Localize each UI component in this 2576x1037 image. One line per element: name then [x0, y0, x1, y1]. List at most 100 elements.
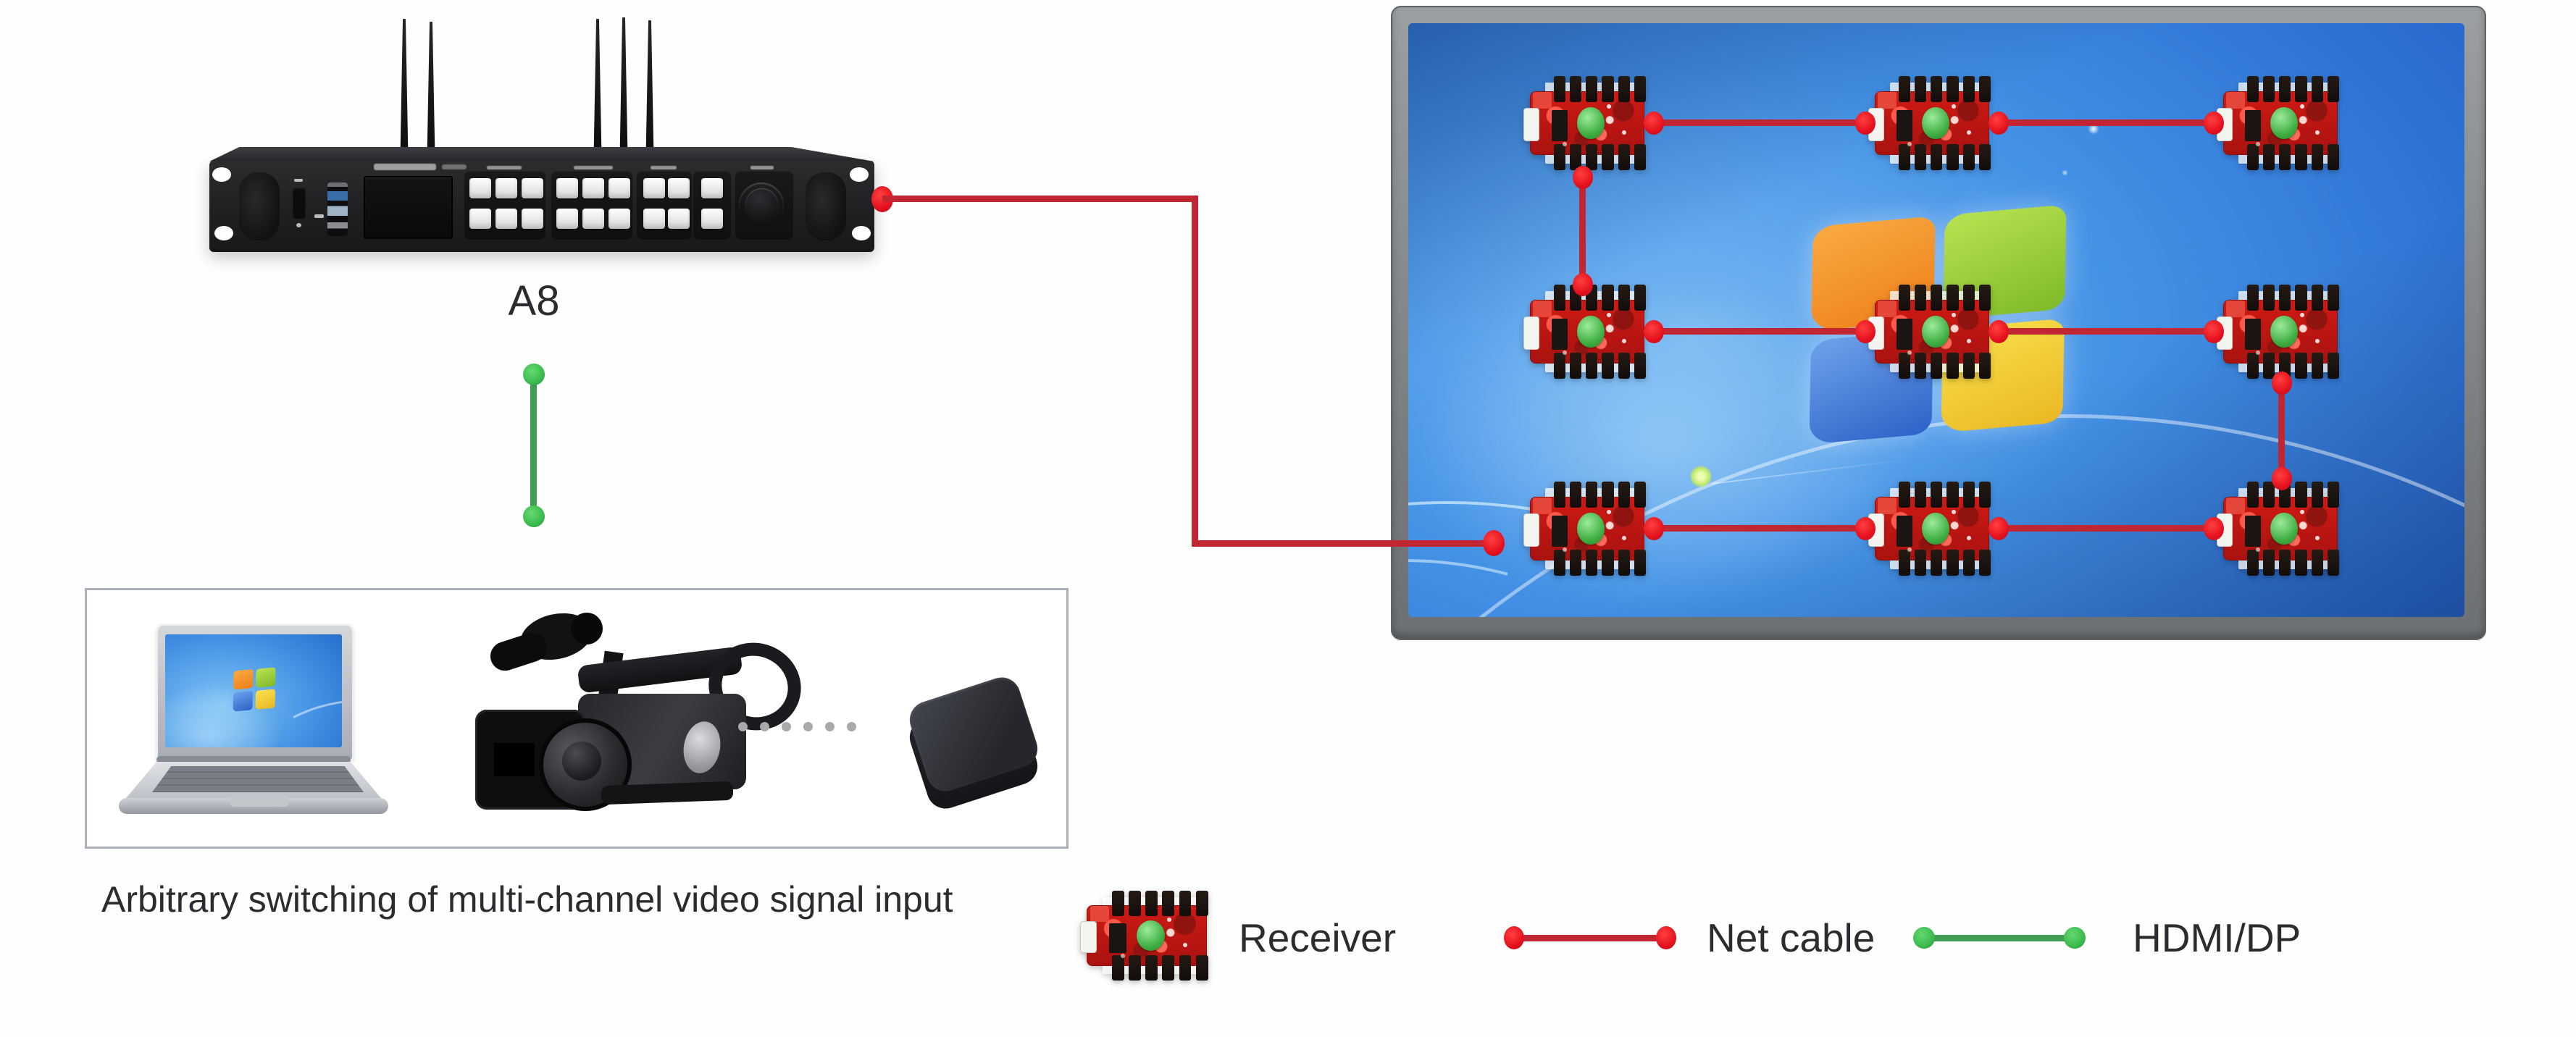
rack-ear-hole: [212, 167, 231, 182]
connector-tooth: [1586, 549, 1598, 576]
connector-tooth: [1915, 285, 1927, 311]
net-cable-segment: [882, 196, 1198, 202]
net-cable-endpoint: [1483, 530, 1505, 556]
connector-tooth: [2295, 482, 2307, 508]
solder-speck: [2300, 510, 2305, 514]
net-cable-endpoint: [2272, 371, 2292, 395]
legend-receiver-icon: [1080, 891, 1211, 981]
solder-speck: [1563, 142, 1567, 146]
solder-speck: [2300, 104, 2305, 109]
panel-marking: [294, 179, 303, 182]
antenna-icon: [593, 19, 602, 151]
net-cable-endpoint: [1573, 166, 1593, 189]
chip: [1551, 109, 1568, 141]
led-indicator: [1136, 920, 1165, 952]
panel-button: [668, 178, 690, 198]
laptop-screen: [165, 634, 342, 747]
panel-group-label: [651, 166, 677, 169]
led-indicator: [1577, 106, 1605, 140]
led-indicator: [1922, 106, 1949, 140]
pcb-patch: [1878, 301, 1897, 318]
solder-speck: [1121, 953, 1126, 958]
antenna-icon: [645, 20, 654, 151]
connector-tooth: [1962, 482, 1975, 508]
solder-speck: [2314, 536, 2320, 541]
connector-tooth: [1570, 143, 1582, 170]
pcb-patch: [1533, 497, 1552, 515]
ellipsis-dot: [738, 722, 748, 731]
connector-tooth: [1931, 76, 1943, 103]
panel-button: [582, 209, 604, 229]
pcb-patch: [1878, 497, 1897, 515]
net-cable-endpoint: [2272, 467, 2292, 490]
solder-speck: [1167, 918, 1172, 923]
connector-tooth: [1946, 143, 1959, 170]
connector-tooth: [1602, 143, 1614, 170]
net-cable-segment: [1192, 540, 1497, 547]
connector-tooth: [1931, 143, 1943, 170]
connector-tooth: [1962, 549, 1975, 576]
windows-pane-orange: [233, 669, 254, 690]
connector-tooth: [1554, 482, 1566, 508]
antenna-icon: [619, 17, 628, 151]
solder-speck: [2256, 547, 2260, 552]
receiver-card: [1523, 76, 1649, 170]
connector-tooth: [1915, 352, 1927, 379]
connector-tooth: [1179, 955, 1192, 981]
panel-button: [522, 209, 543, 229]
connector-tooth: [1602, 352, 1614, 379]
connector-tooth: [1570, 76, 1582, 103]
connector-tooth: [1946, 549, 1959, 576]
solder-speck: [1907, 547, 1912, 552]
connector-tooth: [2327, 143, 2339, 170]
panel-button: [522, 178, 543, 198]
connector-tooth: [2327, 76, 2339, 103]
processor-top-face: [209, 147, 874, 161]
net-cable-endpoint: [1989, 112, 2009, 135]
connector-tooth: [1570, 549, 1582, 576]
antenna-icon: [427, 22, 435, 151]
source-box-caption: Arbitrary switching of multi-channel vid…: [101, 879, 953, 920]
net-cable-segment: [2278, 382, 2285, 479]
connector-tooth: [1586, 352, 1598, 379]
connector-tooth: [1899, 143, 1911, 170]
connector-tooth: [1962, 285, 1975, 311]
solder-speck: [1966, 339, 1971, 344]
camcorder-mic-barrel: [486, 629, 551, 675]
connector-tooth: [1195, 891, 1208, 916]
connector-tooth: [2247, 285, 2259, 311]
connector-tooth: [1634, 285, 1646, 311]
connector-tooth: [1899, 352, 1911, 379]
panel-button: [495, 178, 517, 198]
led-indicator: [2270, 315, 2298, 348]
solder-speck: [1607, 510, 1612, 514]
connector-tooth: [1162, 891, 1175, 916]
ethernet-port: [1523, 513, 1539, 547]
connector-tooth: [2263, 76, 2275, 103]
panel-button: [643, 209, 665, 229]
connector-tooth: [2295, 76, 2307, 103]
solder-speck: [1563, 547, 1567, 552]
connector-tooth: [2311, 143, 2323, 170]
solder-speck: [1907, 142, 1912, 146]
receiver-card: [1868, 76, 1994, 170]
panel-button: [701, 209, 723, 229]
net-cable-endpoint: [1855, 112, 1875, 135]
pcb-patch: [1533, 92, 1552, 109]
rack-handle: [806, 172, 846, 240]
connector-tooth: [1899, 549, 1911, 576]
solder-speck: [2256, 142, 2260, 146]
panel-button: [556, 178, 578, 198]
connector-tooth: [1634, 76, 1646, 103]
legend-hdmi-label: HDMI/DP: [2133, 915, 2301, 960]
panel-button: [582, 178, 604, 198]
panel-button: [469, 178, 491, 198]
solder-speck: [1907, 350, 1912, 355]
net-cable-endpoint: [1855, 517, 1875, 540]
windows-pane-blue: [233, 691, 253, 712]
pcb-patch: [1878, 92, 1897, 109]
connector-tooth: [2311, 285, 2323, 311]
connector-tooth: [1899, 482, 1911, 508]
connector-tooth: [1978, 76, 1991, 103]
connector-tooth: [1586, 143, 1598, 170]
